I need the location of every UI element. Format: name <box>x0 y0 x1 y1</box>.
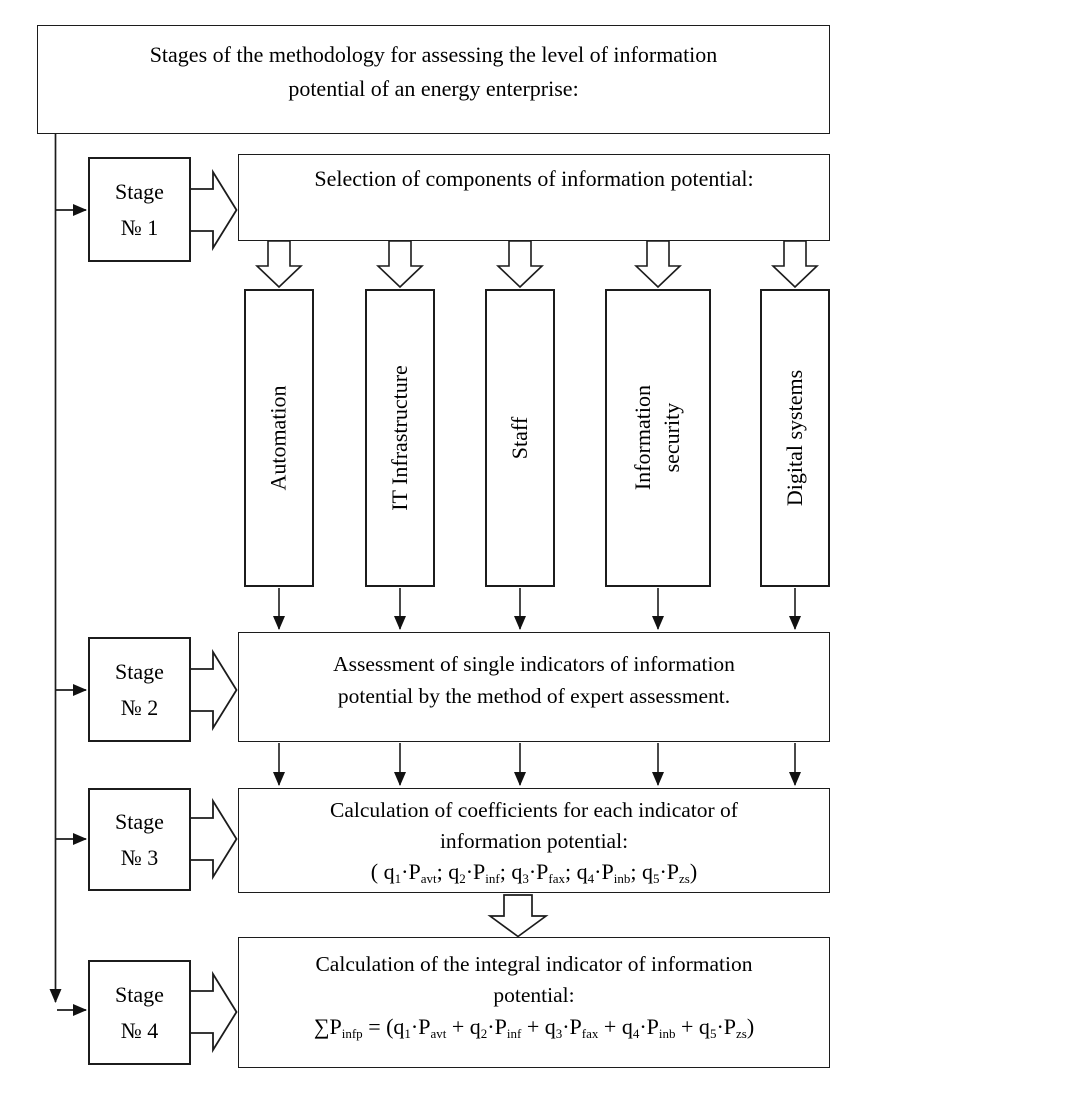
stage-1-label: Stage <box>115 178 164 204</box>
component-box-digital-systems: Digital systems <box>760 289 830 587</box>
stage-4-box: Stage № 4 <box>88 960 191 1065</box>
stage-3-number: № 3 <box>120 844 159 870</box>
integral-formula: ∑Pinfp = (q1·Pavt + q2·Pinf + q3·Pfax + … <box>313 1014 755 1042</box>
component-box-automation: Automation <box>244 289 314 587</box>
component-box-staff: Staff <box>485 289 555 587</box>
stage-1-box: Stage № 1 <box>88 157 191 262</box>
component-label-information-security: Information security <box>630 385 684 491</box>
stage-1-block-arrow <box>189 168 238 252</box>
component-down-arrow-1 <box>255 240 303 289</box>
component-down-arrow-4 <box>634 240 682 289</box>
coefficients-formula: ( q1·Pavt; q2·Pinf; q3·Pfax; q4·Pinb; q5… <box>370 859 698 887</box>
stage-4-number: № 4 <box>120 1017 159 1043</box>
stage-4-block-arrow <box>189 970 238 1054</box>
component-label-staff: Staff <box>507 416 532 460</box>
component-box-it-infrastructure: IT Infrastructure <box>365 289 435 587</box>
selection-text: Selection of components of information p… <box>314 166 754 191</box>
integral-down-arrow <box>487 894 549 938</box>
component-label-automation: Automation <box>266 385 292 491</box>
stage-3-box: Stage № 3 <box>88 788 191 891</box>
stage-1-number: № 1 <box>120 214 159 240</box>
stage-2-box: Stage № 2 <box>88 637 191 742</box>
component-label-digital-systems: Digital systems <box>782 369 807 507</box>
component-label-it-infrastructure: IT Infrastructure <box>387 365 413 511</box>
stage-2-label: Stage <box>115 658 164 684</box>
component-down-arrow-5 <box>771 240 819 289</box>
integral-box: Calculation of the integral indicator of… <box>238 937 830 1068</box>
component-down-arrow-3 <box>496 240 544 289</box>
component-box-information-security: Information security <box>605 289 711 587</box>
title-box: Stages of the methodology for assessing … <box>37 25 830 134</box>
stage-3-label: Stage <box>115 808 164 834</box>
component-down-arrow-2 <box>376 240 424 289</box>
coefficients-heading: Calculation of coefficients for each ind… <box>330 798 738 853</box>
stage-4-label: Stage <box>115 981 164 1007</box>
title-text: Stages of the methodology for assessing … <box>149 42 718 102</box>
stage-3-block-arrow <box>189 797 238 881</box>
coefficients-box: Calculation of coefficients for each ind… <box>238 788 830 893</box>
integral-heading: Calculation of the integral indicator of… <box>315 952 753 1008</box>
stage-2-number: № 2 <box>120 694 159 720</box>
assessment-box: Assessment of single indicators of infor… <box>238 632 830 742</box>
selection-box: Selection of components of information p… <box>238 154 830 241</box>
stage-2-block-arrow <box>189 648 238 732</box>
assessment-text: Assessment of single indicators of infor… <box>333 652 735 709</box>
